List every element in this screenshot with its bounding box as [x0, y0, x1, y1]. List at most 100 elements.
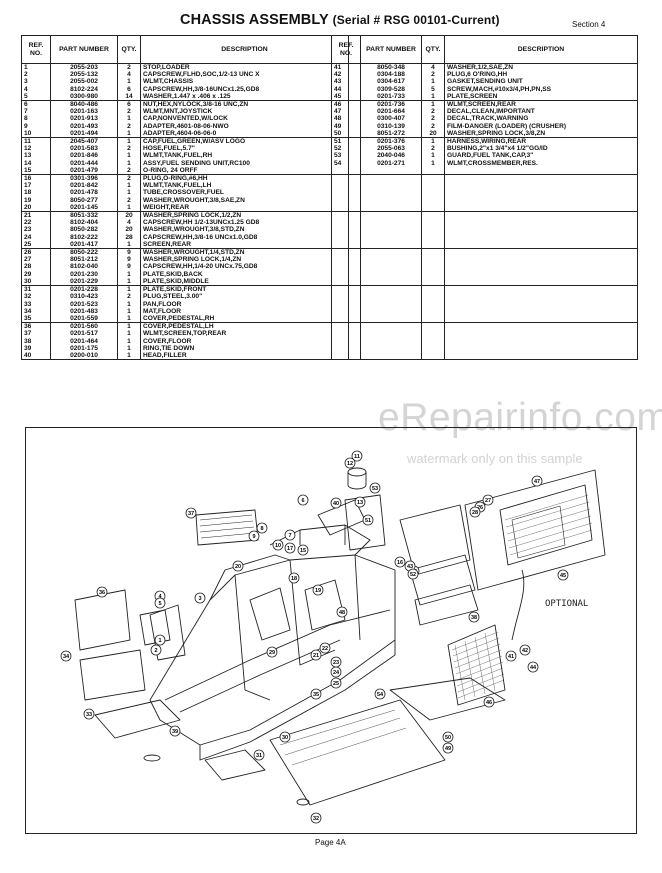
callout-2: 2	[150, 644, 162, 656]
description-cell: SCREW,MACH,#10x3/4,PH,PN,SS	[444, 85, 638, 93]
callout-label: 47	[534, 479, 540, 485]
callout-7: 7	[284, 529, 296, 541]
callout-42: 42	[519, 644, 531, 656]
description-cell: GASKET,SENDING UNIT	[444, 78, 638, 86]
description-cell	[444, 307, 638, 315]
description-cell	[444, 203, 638, 212]
table-row	[331, 189, 638, 197]
callout-label: 23	[333, 660, 339, 666]
table-row	[331, 247, 638, 257]
description-cell: GUARD,FUEL TANK,CAP,3"	[444, 152, 638, 160]
description-cell: WASHER,1/2,SAE,ZN	[444, 63, 638, 72]
col-part-header: PART NUMBER	[50, 35, 118, 64]
description-cell	[444, 321, 638, 330]
table-row	[331, 233, 638, 241]
table-row	[331, 203, 638, 212]
callout-label: 49	[445, 746, 451, 752]
callout-15: 15	[297, 544, 309, 556]
callout-22: 22	[319, 642, 331, 654]
table-row	[331, 240, 638, 249]
table-row	[331, 329, 638, 338]
callout-label: 7	[288, 533, 291, 539]
callout-label: 45	[560, 573, 566, 579]
callout-label: 30	[282, 735, 288, 741]
table-row	[331, 314, 638, 323]
callout-46: 46	[483, 696, 495, 708]
callout-label: 27	[485, 498, 491, 504]
callout-53: 53	[369, 482, 381, 494]
callout-25: 25	[330, 677, 342, 689]
callout-label: 35	[313, 692, 319, 698]
description-cell	[444, 300, 638, 308]
description-cell	[444, 233, 638, 241]
callout-30: 30	[279, 731, 291, 743]
callout-32: 32	[310, 812, 322, 824]
description-cell: WLMT,SCREEN,REAR	[444, 100, 638, 109]
table-row	[331, 307, 638, 315]
table-row	[331, 300, 638, 308]
callout-label: 1	[158, 638, 161, 644]
callout-20: 20	[232, 560, 244, 572]
callout-label: 51	[365, 518, 371, 524]
callout-48: 48	[336, 606, 348, 618]
watermark-site: eRepairinfo.com	[378, 396, 662, 439]
callout-16: 16	[394, 556, 406, 568]
table-row	[331, 293, 638, 301]
callout-label: 17	[287, 546, 293, 552]
callout-label: 19	[315, 588, 321, 594]
callout-label: 4	[158, 594, 162, 600]
callout-label: 54	[377, 692, 384, 698]
callout-29: 29	[266, 646, 278, 658]
table-row	[331, 182, 638, 190]
callout-label: 48	[339, 610, 345, 616]
callout-label: 13	[357, 500, 363, 506]
description-cell	[444, 174, 638, 183]
description-cell	[444, 344, 638, 352]
description-cell: WLMT,CROSSMEMBER,RES.	[444, 159, 638, 167]
callout-36: 36	[96, 586, 108, 598]
callout-label: 38	[471, 615, 477, 621]
callout-50: 50	[442, 731, 454, 743]
description-cell	[444, 270, 638, 278]
optional-label: OPTIONAL	[545, 599, 588, 609]
table-row	[331, 210, 638, 220]
callout-21: 21	[310, 649, 322, 661]
description-cell	[444, 226, 638, 234]
callout-23: 23	[330, 656, 342, 668]
callout-label: 6	[301, 498, 304, 504]
callout-54: 54	[374, 688, 386, 700]
callout-label: 29	[269, 650, 275, 656]
col-ref-header: REF. NO.	[331, 35, 361, 64]
description-cell: PLUG,6 O'RING,HH	[444, 71, 638, 79]
description-cell	[444, 351, 638, 360]
callout-label: 53	[372, 486, 378, 492]
callout-45: 45	[557, 569, 569, 581]
description-cell	[444, 329, 638, 338]
table-row	[331, 277, 638, 286]
callout-label: 22	[322, 646, 328, 652]
col-ref-header: REF. NO.	[21, 35, 51, 64]
callout-17: 17	[284, 542, 296, 554]
description-cell	[444, 284, 638, 294]
callout-34: 34	[60, 650, 72, 662]
